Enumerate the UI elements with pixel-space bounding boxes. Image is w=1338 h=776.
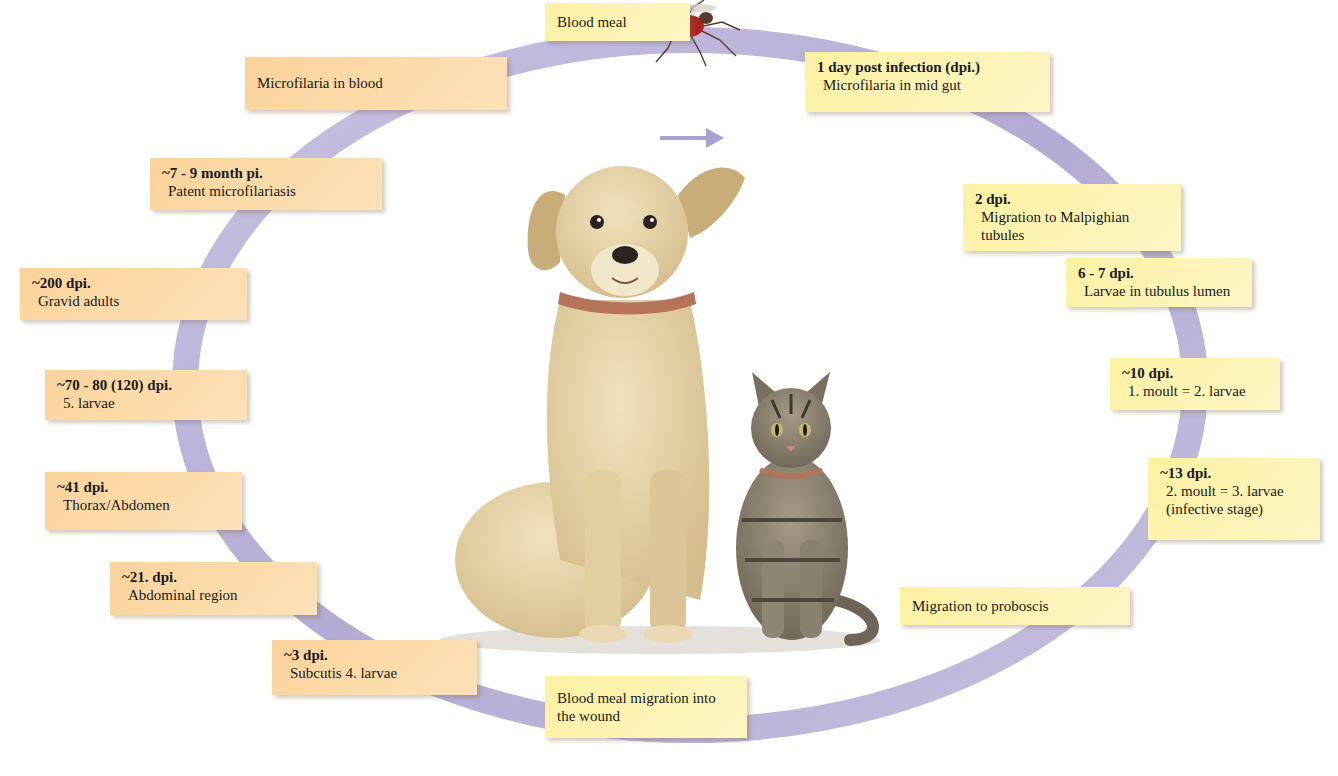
stage-text: Blood meal migration into the wound: [557, 689, 737, 725]
stage-text: 2. moult = 3. larvae (infective stage): [1160, 482, 1310, 518]
stage-box: Blood meal: [545, 3, 690, 41]
stage-text: Microfilaria in blood: [257, 74, 497, 92]
stage-text: Blood meal: [557, 13, 680, 31]
stage-box: ~7 - 9 month pi.Patent microfilariasis: [150, 158, 382, 210]
stage-box: ~13 dpi.2. moult = 3. larvae (infective …: [1148, 458, 1320, 540]
time-label: ~70 - 80 (120) dpi.: [57, 376, 237, 394]
stage-box: 6 - 7 dpi.Larvae in tubulus lumen: [1066, 258, 1252, 307]
stage-box: Migration to proboscis: [900, 587, 1130, 625]
stage-box: Microfilaria in blood: [245, 57, 507, 110]
time-label: ~3 dpi.: [284, 646, 467, 664]
stage-box: ~21. dpi.Abdominal region: [110, 562, 317, 615]
cycle-ring: [185, 40, 1195, 730]
time-label: ~7 - 9 month pi.: [162, 164, 372, 182]
time-label: ~200 dpi.: [32, 274, 237, 292]
stage-text: Subcutis 4. larvae: [284, 664, 467, 682]
time-label: 1 day post infection (dpi.): [817, 58, 1040, 76]
stage-text: Thorax/Abdomen: [57, 496, 232, 514]
stage-text: Patent microfilariasis: [162, 182, 372, 200]
mosquito-thorax: [699, 12, 713, 24]
stage-box: ~41 dpi.Thorax/Abdomen: [45, 472, 242, 530]
stage-box: 2 dpi.Migration to Malpighian tubules: [963, 184, 1181, 251]
time-label: 6 - 7 dpi.: [1078, 264, 1242, 282]
stage-box: ~10 dpi.1. moult = 2. larvae: [1110, 358, 1280, 410]
stage-text: Larvae in tubulus lumen: [1078, 282, 1242, 300]
time-label: 2 dpi.: [975, 190, 1171, 208]
stage-text: Gravid adults: [32, 292, 237, 310]
stage-text: 5. larvae: [57, 394, 237, 412]
stage-text: Microfilaria in mid gut: [817, 76, 1040, 94]
stage-box: ~3 dpi.Subcutis 4. larvae: [272, 640, 477, 695]
time-label: ~21. dpi.: [122, 568, 307, 586]
time-label: ~13 dpi.: [1160, 464, 1310, 482]
stage-box: 1 day post infection (dpi.)Microfilaria …: [805, 52, 1050, 112]
time-label: ~41 dpi.: [57, 478, 232, 496]
cat: [736, 372, 873, 640]
stage-text: Abdominal region: [122, 586, 307, 604]
stage-box: Blood meal migration into the wound: [545, 676, 747, 738]
time-label: ~10 dpi.: [1122, 364, 1270, 382]
stage-box: ~70 - 80 (120) dpi.5. larvae: [45, 370, 247, 420]
dog: [455, 166, 745, 643]
stage-box: ~200 dpi.Gravid adults: [20, 268, 247, 320]
stage-text: Migration to proboscis: [912, 597, 1120, 615]
stage-text: Migration to Malpighian tubules: [975, 208, 1171, 244]
direction-arrow: [660, 128, 724, 148]
stage-text: 1. moult = 2. larvae: [1122, 382, 1270, 400]
